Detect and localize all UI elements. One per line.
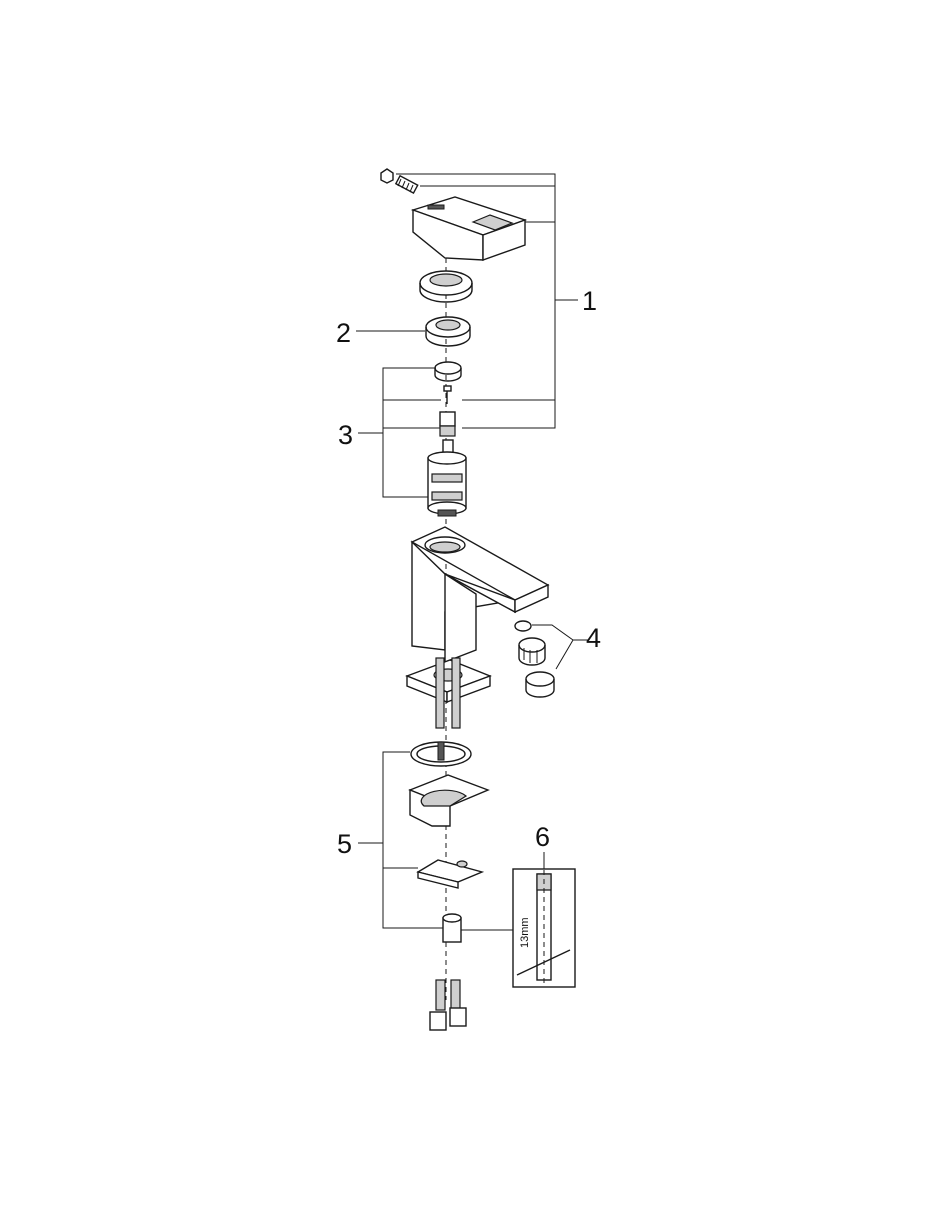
cartridge-ring-part	[434, 361, 462, 382]
faucet-body-part	[410, 526, 550, 664]
callout-4-label: 4	[586, 623, 601, 653]
aerator-housing-part	[525, 671, 555, 698]
callout-4-leaders	[532, 624, 588, 670]
callout-2-label: 2	[336, 318, 351, 348]
callout-1-leaders	[396, 173, 578, 429]
aerator-washer-part	[514, 620, 532, 632]
fixing-nut-part	[442, 913, 462, 943]
wrench-tool-part	[512, 868, 576, 988]
aerator-insert-part	[518, 637, 546, 666]
handle-lever-part	[410, 196, 528, 261]
hose-connectors-part	[429, 979, 467, 1031]
cartridge-part	[427, 439, 467, 517]
fixing-plate-part	[416, 859, 485, 889]
fixing-o-ring-part	[410, 741, 472, 767]
callout-6-label: 6	[535, 822, 550, 852]
fixing-bracket-part	[408, 774, 490, 827]
retaining-nut-part	[425, 316, 471, 347]
callout-3-label: 3	[338, 420, 353, 450]
callout-1-label: 1	[582, 286, 597, 316]
spline-adapter-part	[439, 411, 456, 437]
base-plate-part	[405, 659, 492, 704]
callout-3-leaders	[358, 367, 441, 498]
cartridge-screw-part	[443, 385, 452, 404]
callout-5-leaders	[358, 751, 443, 929]
supply-hoses-part	[435, 657, 461, 729]
grub-screw-part	[394, 174, 419, 195]
cover-ring-part	[419, 270, 473, 303]
cap-screw-part	[380, 168, 394, 184]
wrench-size-label: 13mm	[519, 917, 531, 948]
callout-5-label: 5	[337, 829, 352, 859]
